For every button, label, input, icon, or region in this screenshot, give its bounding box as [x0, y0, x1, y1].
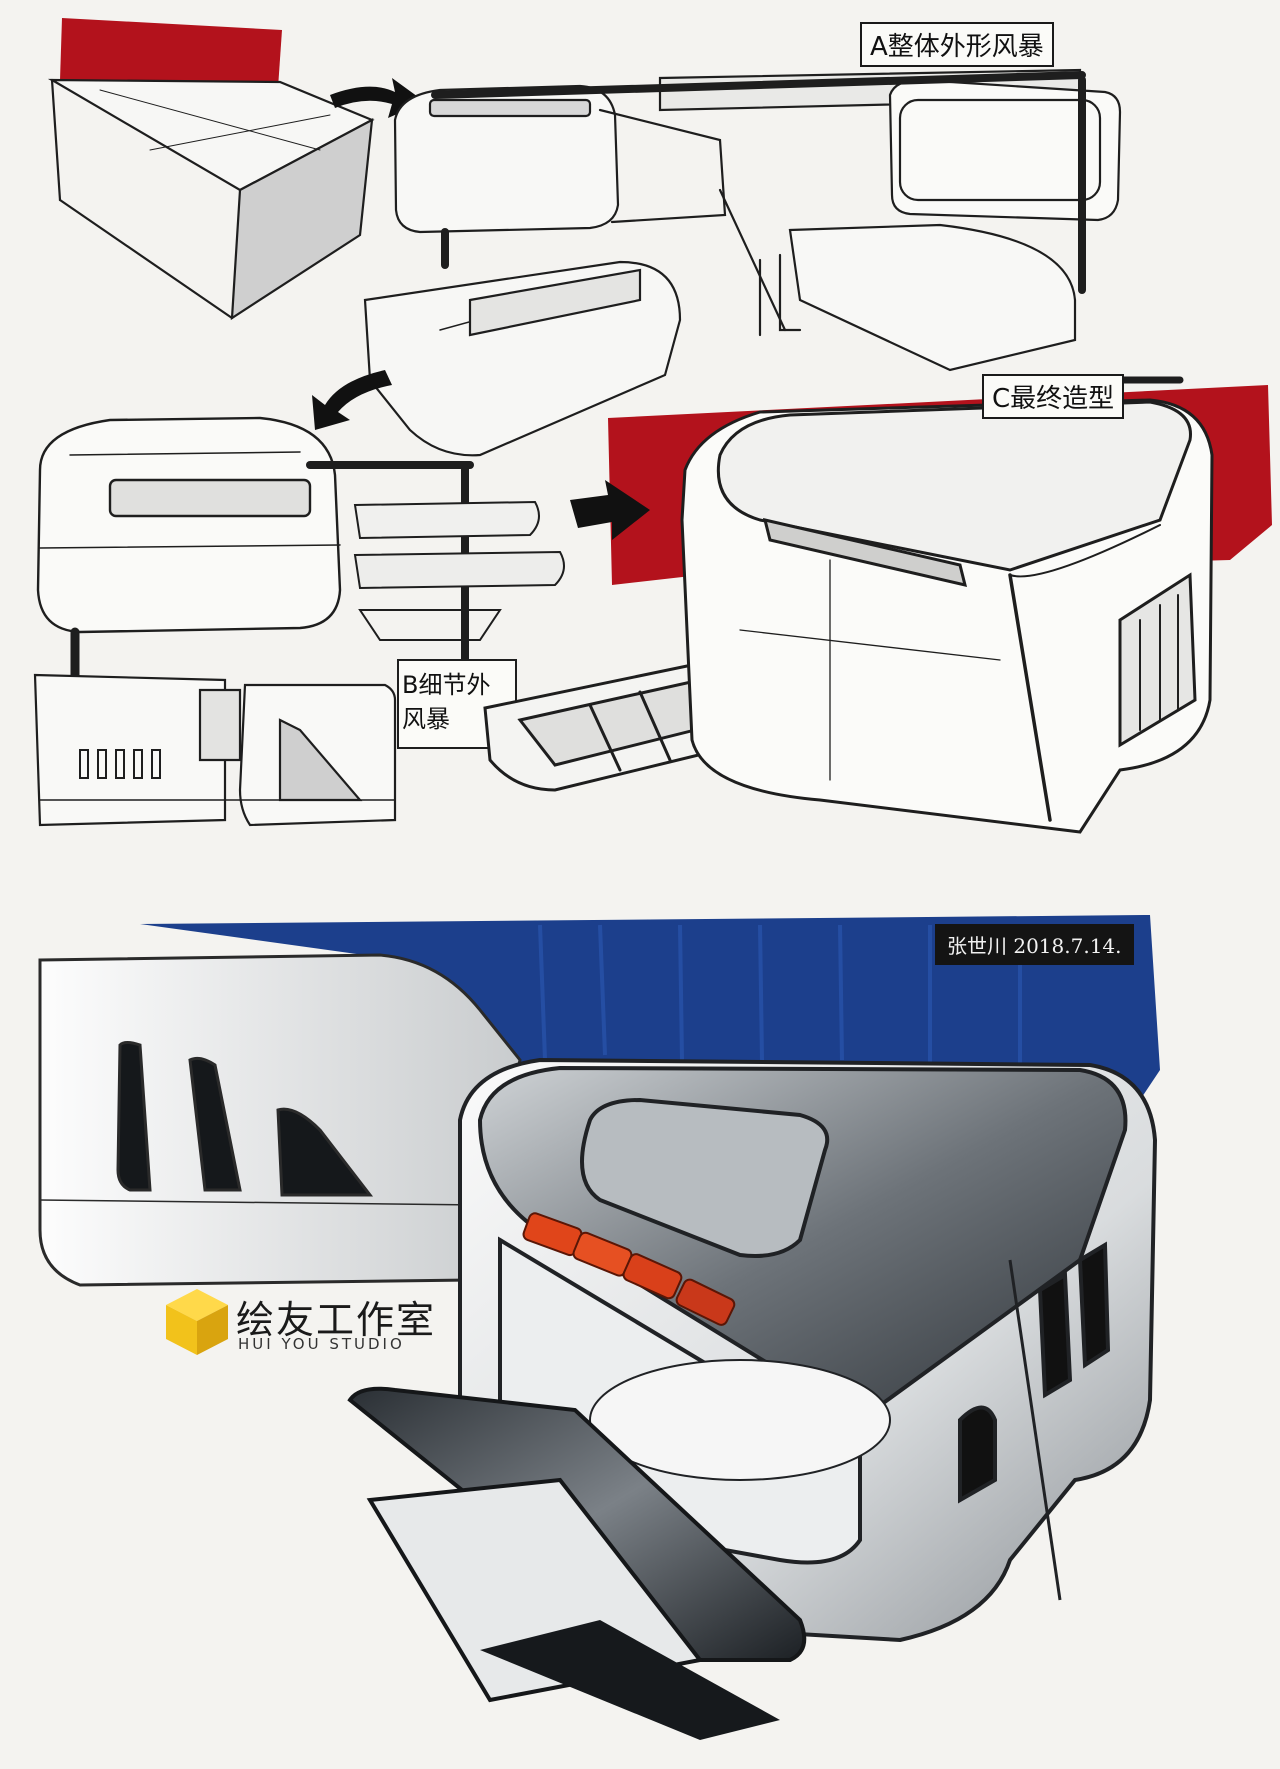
- studio-name-cn: 绘友工作室: [236, 1298, 437, 1342]
- label-c-text: C最终造型: [992, 384, 1115, 414]
- date-signature-tag: 张世川 2018.7.14.: [935, 924, 1134, 965]
- label-b-frame: [397, 659, 517, 749]
- sketch-c-final-form: [680, 376, 1214, 834]
- red-marker-block: [60, 18, 282, 88]
- label-a: A整体外形风暴: [860, 22, 1054, 67]
- concept-sketches-top: [33, 18, 1272, 834]
- studio-logo: 绘友工作室 HUI YOU STUDIO: [164, 1287, 444, 1357]
- label-c: C最终造型: [982, 374, 1125, 419]
- studio-name-en: HUI YOU STUDIO: [238, 1335, 405, 1353]
- label-b-line2: 风暴: [402, 705, 450, 733]
- yellow-cube-icon: [166, 1289, 228, 1355]
- label-a-text: A整体外形风暴: [870, 32, 1044, 62]
- sketch-b2-detail: [353, 500, 565, 641]
- arrow-icon: [570, 480, 650, 540]
- sketch-a2-box: [393, 84, 727, 269]
- blue-marker-strokes: [538, 924, 1022, 1080]
- label-b-line1: B细节外: [402, 671, 491, 699]
- sketch-a4-box: [363, 260, 682, 457]
- label-b: B细节外 风暴: [402, 668, 512, 736]
- sketch-a1-box: [47, 78, 375, 321]
- orange-light-strip: [522, 1212, 736, 1326]
- rendered-sketch-bottom: [38, 915, 1160, 1740]
- paper-tray: [347, 1386, 807, 1740]
- arrow-icon: [312, 370, 392, 430]
- paper-disc: [589, 1359, 891, 1481]
- date-signature-text: 张世川 2018.7.14.: [947, 934, 1122, 958]
- printer-logo-recess: [580, 1097, 830, 1258]
- side-detail-panel: [38, 953, 522, 1287]
- sketch-b3-boxes: [33, 673, 397, 827]
- sketch-a3-box: [431, 68, 1122, 294]
- sketch-a5-box: [718, 188, 1077, 372]
